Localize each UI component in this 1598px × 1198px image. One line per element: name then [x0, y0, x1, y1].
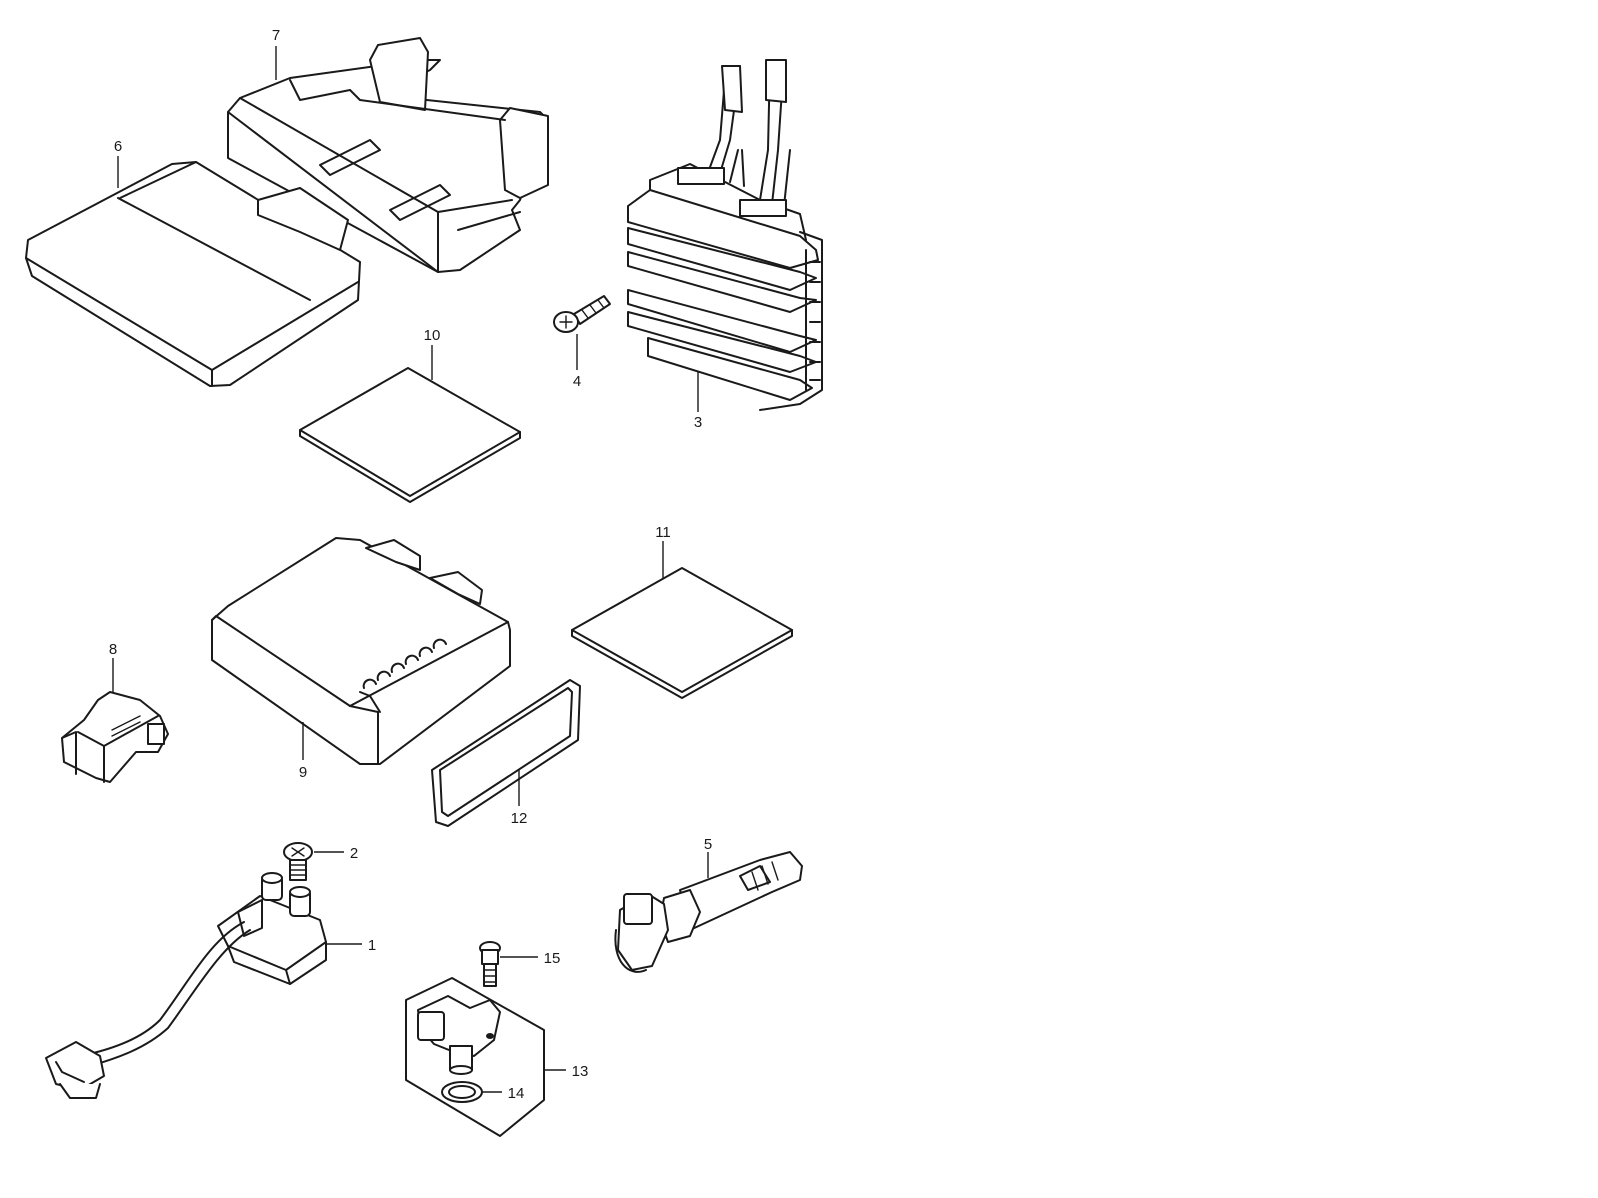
callout-4: 4 — [573, 373, 581, 390]
callout-8: 8 — [109, 641, 117, 658]
callout-15: 15 — [544, 950, 561, 967]
part-13-sensor-assembly — [405, 977, 566, 1137]
callout-13: 13 — [572, 1063, 589, 1080]
part-11-pad — [571, 567, 793, 699]
callout-2: 2 — [350, 845, 358, 862]
part-10-pad — [299, 367, 521, 503]
callout-1: 1 — [368, 937, 376, 954]
part-4-bolt — [553, 295, 611, 370]
part-12-gasket — [431, 679, 581, 827]
part-5-sensor — [614, 851, 803, 973]
part-2-bolt — [283, 842, 344, 881]
part-1-starter-relay — [45, 872, 362, 1099]
part-15-bolt — [479, 941, 538, 987]
part-6-ecm-housing — [25, 161, 361, 387]
callout-9: 9 — [299, 764, 307, 781]
callout-10: 10 — [424, 327, 441, 344]
callout-5: 5 — [704, 836, 712, 853]
part-14-o-ring — [441, 1081, 502, 1103]
callout-12: 12 — [511, 810, 528, 827]
callout-7: 7 — [272, 27, 280, 44]
part-9-control-unit — [211, 537, 511, 765]
part-8-relay — [61, 658, 169, 783]
callout-11: 11 — [655, 524, 671, 541]
part-3-regulator — [627, 59, 823, 412]
part-7-holder-tray — [227, 37, 549, 273]
callout-6: 6 — [114, 138, 122, 155]
callout-3: 3 — [694, 414, 702, 431]
callout-14: 14 — [508, 1085, 525, 1102]
